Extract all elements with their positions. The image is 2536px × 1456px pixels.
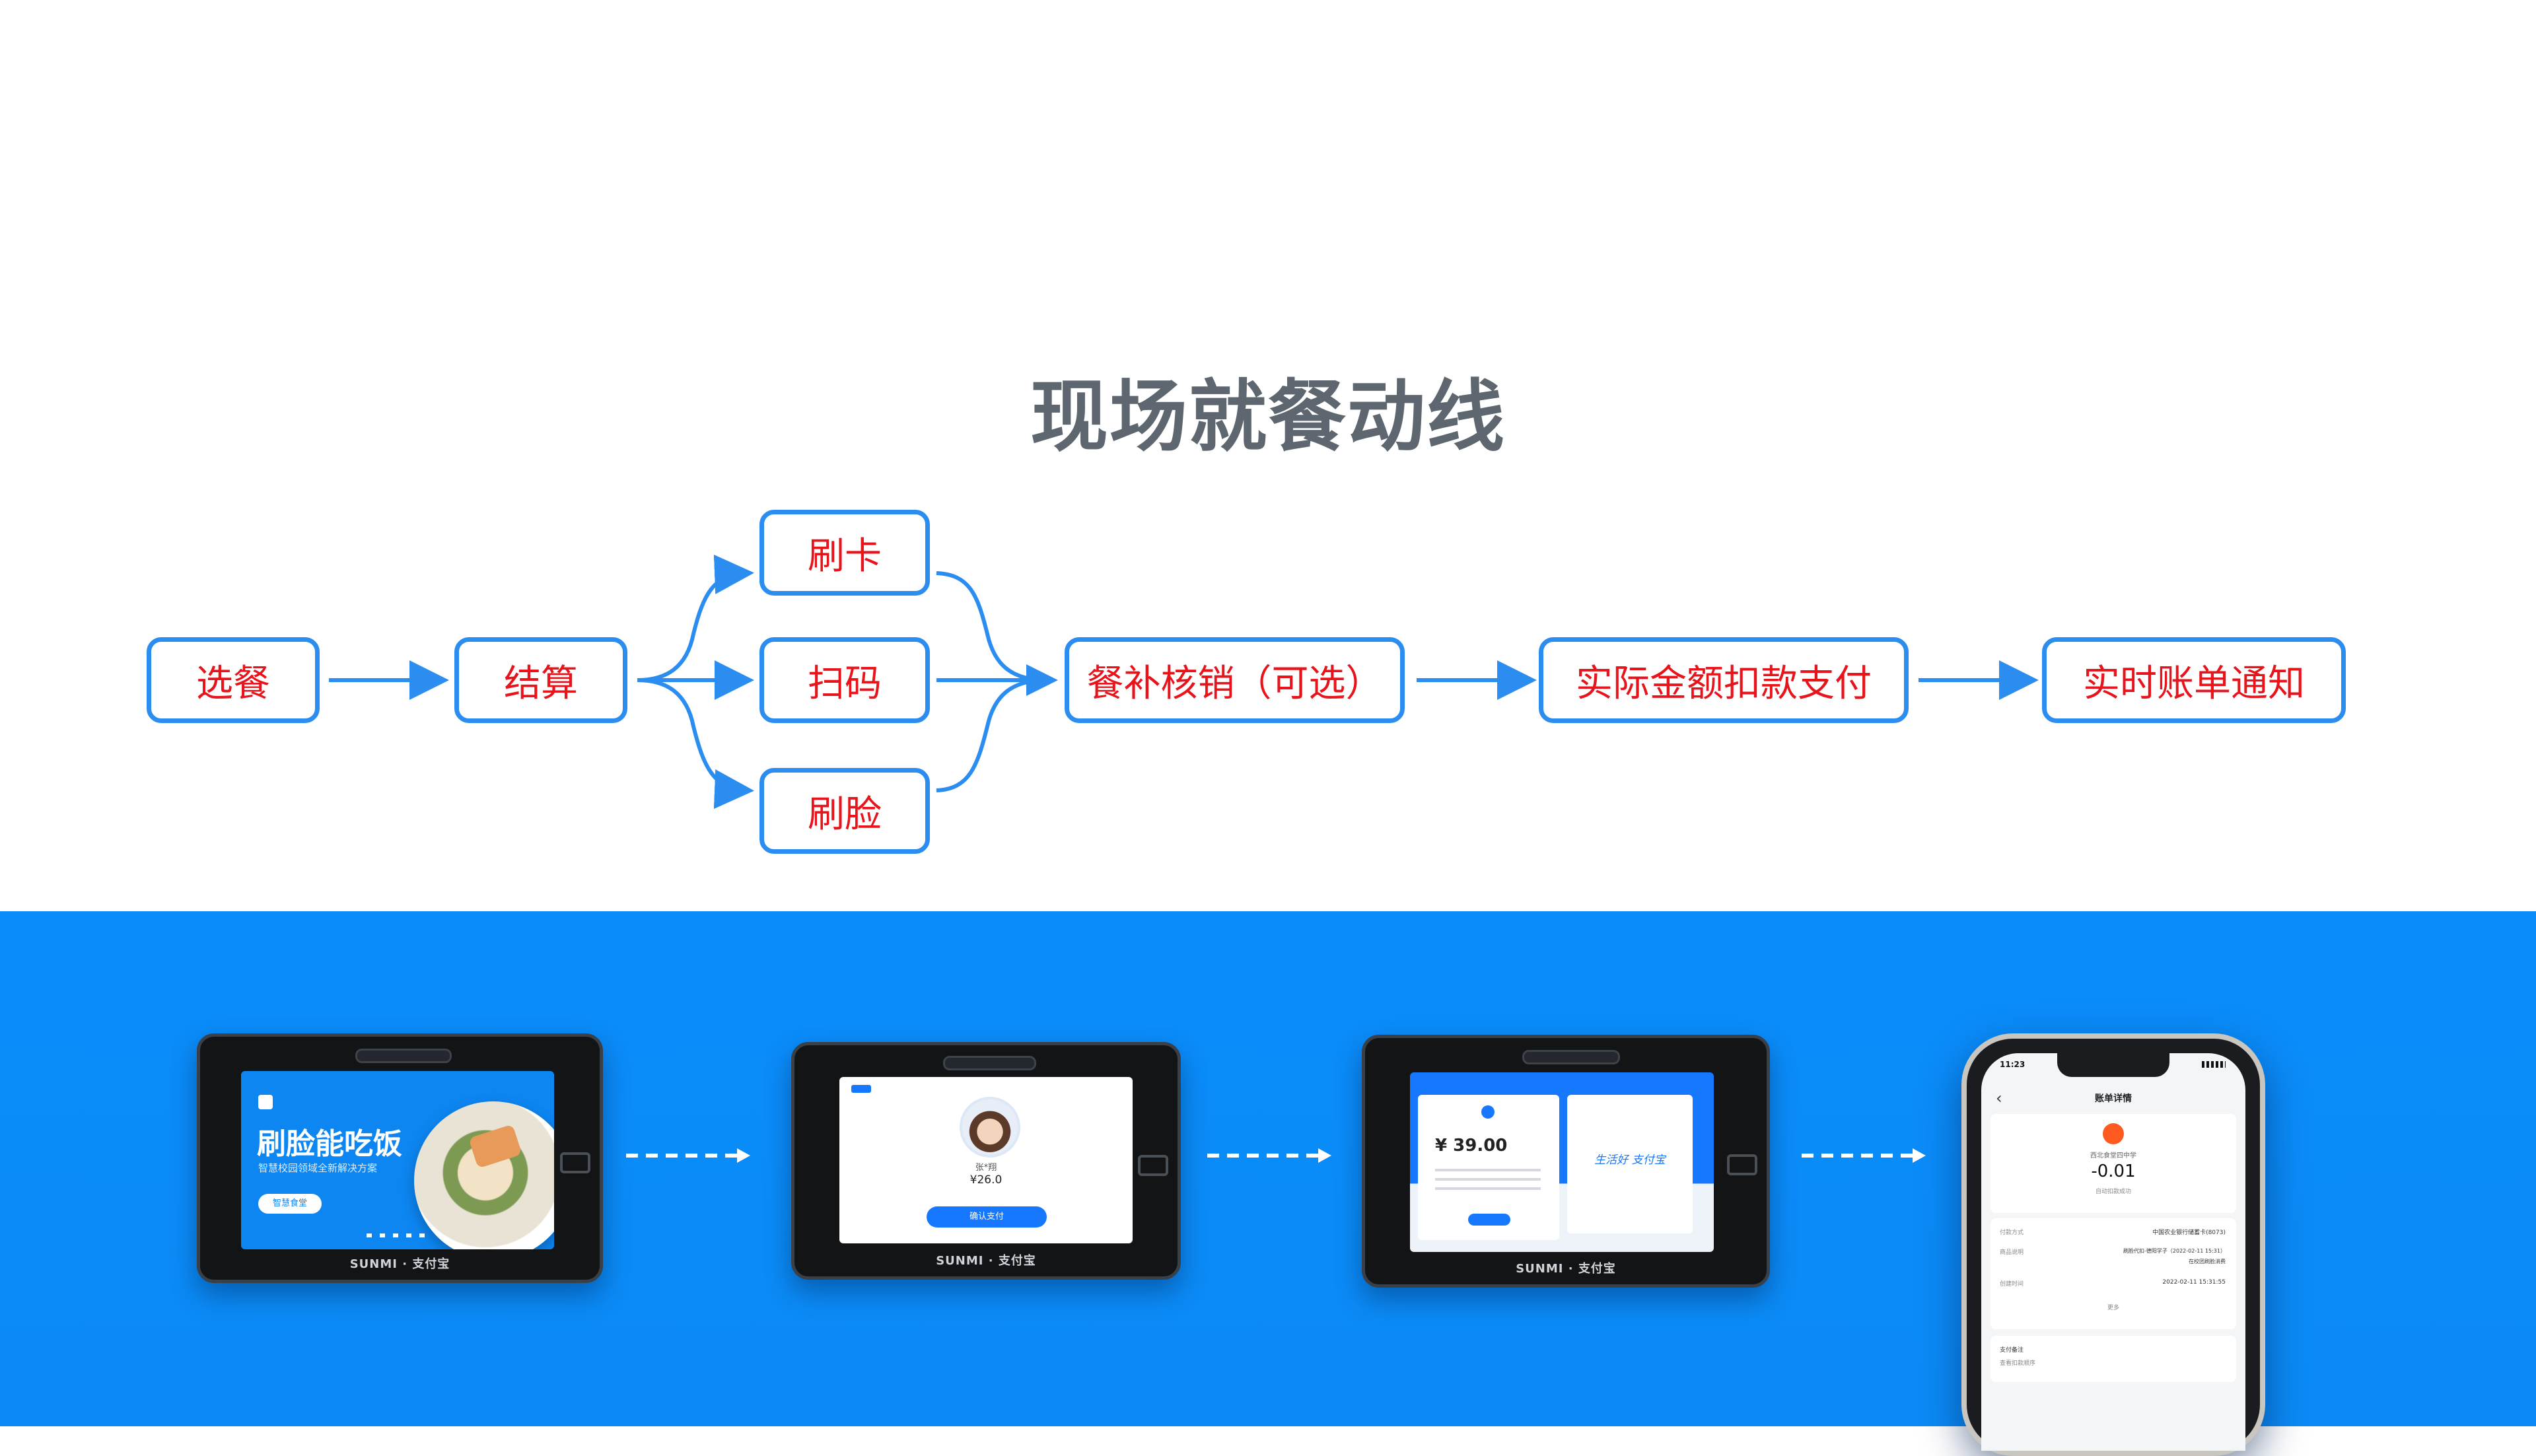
payment-card: ¥ 39.00: [1418, 1095, 1559, 1240]
bill-amount: -0.01: [2091, 1161, 2136, 1181]
summary-card: 西北食堂四中学 -0.01 自动扣款成功: [1990, 1114, 2236, 1213]
device-1-subline: 智慧校园领域全新解决方案: [258, 1162, 378, 1174]
pos-device-2: 张*翔 ¥26.0 确认支付 SUNMI · 支付宝: [791, 1042, 1181, 1280]
bill-status: 自动扣款成功: [2095, 1189, 2131, 1195]
dashed-arrow-2: [1207, 1148, 1331, 1163]
step-checkout: 结算: [454, 637, 627, 723]
note-card: 支付备注 查看扣款顺序: [1990, 1336, 2236, 1382]
card-pay-button[interactable]: [1468, 1214, 1510, 1226]
status-signal-icon: [2202, 1061, 2226, 1068]
arrow-face-to-subsidy: [936, 678, 1047, 792]
back-chevron-icon[interactable]: ‹: [1996, 1089, 2002, 1107]
back-chip: [851, 1085, 871, 1093]
row-goods-label: 商品说明: [2000, 1249, 2024, 1256]
smartphone: 11:23 ‹ 账单详情 西北食堂四中学 -0.01 自动扣款成功 付款方式 中…: [1961, 1033, 2265, 1456]
row-goods-value: 刷脸代扣-德阳学子（2022-02-11 15:31）: [2123, 1248, 2226, 1254]
confirm-pay-button[interactable]: 确认支付: [927, 1206, 1047, 1228]
pos-device-3: ¥ 39.00 生活好 支付宝 SUNMI · 支付宝: [1362, 1035, 1770, 1288]
pos-device-1: 刷脸能吃饭 智慧校园领域全新解决方案 智慧食堂 SUNMI · 支付宝: [197, 1033, 603, 1283]
phone-notch: [2057, 1053, 2169, 1077]
promo-card: 生活好 支付宝: [1567, 1095, 1693, 1233]
dashed-arrow-1: [626, 1148, 750, 1163]
more-link[interactable]: 更多: [2107, 1305, 2119, 1311]
device-3-screen: ¥ 39.00 生活好 支付宝: [1410, 1072, 1714, 1252]
step-scan: 扫码: [759, 637, 930, 723]
step-bill-notify: 实时账单通知: [2042, 637, 2346, 723]
device-1-cta: 智慧食堂: [258, 1194, 322, 1214]
row-pay-method-label: 付款方式: [2000, 1230, 2024, 1236]
note-value[interactable]: 查看扣款顺序: [2000, 1360, 2036, 1367]
device-1-headline: 刷脸能吃饭: [257, 1127, 402, 1161]
step-card: 刷卡: [759, 510, 930, 596]
phone-screen: 11:23 ‹ 账单详情 西北食堂四中学 -0.01 自动扣款成功 付款方式 中…: [1981, 1053, 2245, 1451]
promo-text: 生活好 支付宝: [1594, 1154, 1666, 1167]
user-avatar: [960, 1097, 1020, 1158]
dashed-arrow-3: [1802, 1148, 1926, 1163]
food-plate-image: [414, 1101, 554, 1249]
device-1-brand: SUNMI · 支付宝: [349, 1257, 450, 1271]
arrow-checkout-to-face: [637, 678, 754, 810]
row-pay-method-value: 中国农业银行储蓄卡(8073): [2152, 1230, 2226, 1236]
card-amount: ¥ 39.00: [1435, 1136, 1508, 1156]
device-2-screen: 张*翔 ¥26.0 确认支付: [839, 1077, 1133, 1243]
device-2-brand: SUNMI · 支付宝: [936, 1254, 1036, 1268]
arrow-checkout-to-card: [637, 554, 754, 682]
alipay-circle-icon: [1481, 1105, 1495, 1119]
row-created-value: 2022-02-11 15:31:55: [2162, 1279, 2226, 1286]
step-actual-payment: 实际金额扣款支付: [1539, 637, 1909, 723]
device-3-brand: SUNMI · 支付宝: [1516, 1262, 1616, 1276]
bill-detail-header: 账单详情: [2095, 1093, 2132, 1104]
card-detail-lines: [1435, 1169, 1541, 1195]
flow-connectors: [329, 554, 2039, 810]
step-subsidy: 餐补核销（可选）: [1065, 637, 1405, 723]
payment-amount: ¥26.0: [969, 1173, 1003, 1187]
merchant-name: 西北食堂四中学: [2090, 1152, 2136, 1160]
user-name: 张*翔: [975, 1163, 997, 1173]
note-label: 支付备注: [2000, 1347, 2024, 1354]
row-goods-extra: 在校团刷脸消费: [2189, 1259, 2226, 1265]
arrow-card-to-subsidy: [936, 571, 1047, 682]
row-created-label: 创建时间: [2000, 1281, 2024, 1288]
device-1-screen: 刷脸能吃饭 智慧校园领域全新解决方案 智慧食堂: [241, 1071, 554, 1249]
page-title: 现场就餐动线: [1030, 371, 1506, 462]
step-face: 刷脸: [759, 768, 930, 854]
alipay-logo-icon: [258, 1095, 273, 1109]
merchant-icon: [2103, 1123, 2124, 1144]
carousel-dots: [367, 1233, 433, 1237]
detail-card: 付款方式 中国农业银行储蓄卡(8073) 商品说明 刷脸代扣-德阳学子（2022…: [1990, 1218, 2236, 1329]
step-select-meal: 选餐: [147, 637, 320, 723]
status-time: 11:23: [2000, 1060, 2025, 1069]
